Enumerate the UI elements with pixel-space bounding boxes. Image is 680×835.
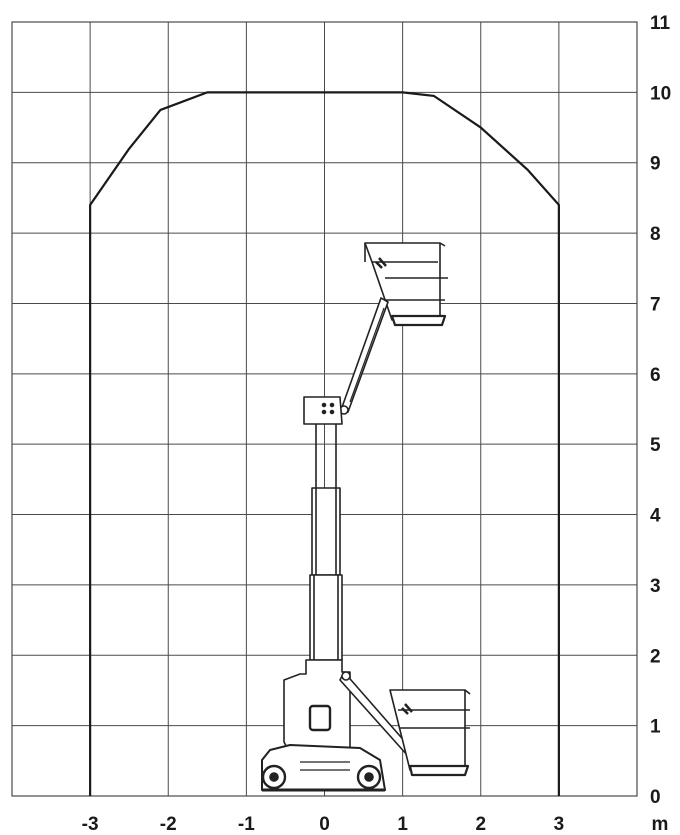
y-tick-label: 11 <box>650 13 671 34</box>
mast <box>303 396 343 661</box>
x-tick-label: 0 <box>319 814 330 835</box>
x-tick-label: 1 <box>397 814 408 835</box>
y-tick-label: 2 <box>650 646 661 667</box>
x-axis-ticks: -3 -2 -1 0 1 2 3 <box>82 814 564 835</box>
x-tick-label: 2 <box>475 814 486 835</box>
platform-stowed <box>389 689 471 777</box>
platform-extended <box>364 242 448 327</box>
y-axis-ticks: 0 1 2 3 4 5 6 7 8 9 10 11 <box>650 13 671 808</box>
y-tick-label: 8 <box>650 224 661 245</box>
y-tick-label: 9 <box>650 154 661 175</box>
x-tick-label: -3 <box>82 814 99 835</box>
y-tick-label: 6 <box>650 365 661 386</box>
y-tick-label: 0 <box>650 787 661 808</box>
jib-extended <box>339 297 389 415</box>
x-axis-unit: m <box>652 814 669 835</box>
chassis <box>261 659 386 792</box>
vertical-mast-lift <box>261 242 471 792</box>
y-tick-label: 5 <box>650 435 661 456</box>
x-tick-label: 3 <box>554 814 565 835</box>
y-tick-label: 10 <box>650 83 671 104</box>
y-tick-label: 7 <box>650 294 661 315</box>
working-envelope-curve <box>89 91 560 796</box>
y-tick-label: 3 <box>650 576 661 597</box>
x-tick-label: -1 <box>238 814 255 835</box>
y-tick-label: 4 <box>650 506 661 527</box>
y-tick-label: 1 <box>650 717 661 738</box>
x-tick-label: -2 <box>160 814 177 835</box>
